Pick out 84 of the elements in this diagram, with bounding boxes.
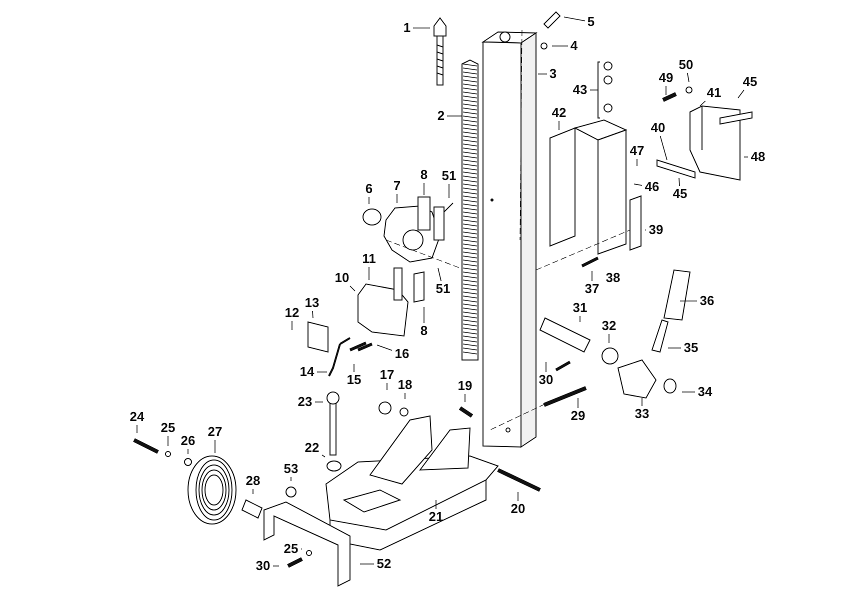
callout-number: 37 <box>583 282 601 296</box>
callout-number: 35 <box>682 341 700 355</box>
callout-number: 28 <box>244 474 262 488</box>
callout-number: 26 <box>179 434 197 448</box>
callout-number: 7 <box>392 179 402 193</box>
callout-number: 3 <box>548 67 558 81</box>
leader-line <box>368 196 370 204</box>
callout-number: 32 <box>600 319 618 333</box>
callout-number: 6 <box>364 182 374 196</box>
leader-line <box>214 440 216 454</box>
leader-line <box>396 194 398 204</box>
leader-line <box>368 266 370 280</box>
callout-number: 18 <box>396 378 414 392</box>
callout-number: 22 <box>303 441 321 455</box>
leader-line <box>136 424 138 434</box>
callout-number: 29 <box>569 409 587 423</box>
callout-number: 17 <box>378 368 396 382</box>
callout-number: 33 <box>633 407 651 421</box>
callout-number: 1 <box>402 21 412 35</box>
leader-line <box>290 476 292 482</box>
callout-number: 23 <box>296 395 314 409</box>
callout-number: 45 <box>741 75 759 89</box>
callout-number: 49 <box>657 71 675 85</box>
callout-number: 36 <box>698 294 716 308</box>
callout-number: 31 <box>571 301 589 315</box>
callout-number: 52 <box>375 557 393 571</box>
callout-number: 34 <box>696 385 714 399</box>
leader-line <box>744 156 748 158</box>
callout-number: 42 <box>550 106 568 120</box>
leader-line <box>312 310 314 318</box>
callout-number: 14 <box>298 365 316 379</box>
leader-line <box>438 268 442 282</box>
leader-line <box>322 454 326 458</box>
callout-number: 51 <box>434 282 452 296</box>
callout-number: 12 <box>283 306 301 320</box>
callout-number: 11 <box>360 252 378 266</box>
callout-number: 45 <box>671 187 689 201</box>
callout-number: 25 <box>159 421 177 435</box>
callout-number: 30 <box>537 373 555 387</box>
leader-line <box>376 344 392 351</box>
leader-line <box>660 136 668 160</box>
callout-number: 38 <box>604 271 622 285</box>
leader-line <box>608 334 610 344</box>
callout-number: 43 <box>571 83 589 97</box>
callout-number: 39 <box>647 223 665 237</box>
leader-line <box>252 488 254 494</box>
callout-number: 19 <box>456 379 474 393</box>
callout-number: 40 <box>649 121 667 135</box>
leader-line <box>350 286 356 292</box>
callout-number: 30 <box>254 559 272 573</box>
leader-line <box>680 300 698 302</box>
leader-line <box>636 158 638 166</box>
leader-line <box>700 100 706 106</box>
callout-number: 25 <box>282 542 300 556</box>
callout-number: 24 <box>128 410 146 424</box>
callout-number: 27 <box>206 425 224 439</box>
leader-line <box>738 90 744 98</box>
leader-line <box>678 178 680 186</box>
callout-number: 51 <box>440 169 458 183</box>
callout-number: 2 <box>436 109 446 123</box>
callout-number: 8 <box>419 324 429 338</box>
callout-number: 15 <box>345 373 363 387</box>
callout-number: 10 <box>333 271 351 285</box>
leader-line <box>564 16 586 22</box>
leader-line <box>464 394 466 402</box>
callout-number: 47 <box>628 144 646 158</box>
leader-line <box>558 120 560 130</box>
callout-number: 13 <box>303 296 321 310</box>
callout-number: 50 <box>677 58 695 72</box>
leader-line <box>386 382 388 390</box>
leader-line <box>404 392 406 400</box>
callout-number: 53 <box>282 462 300 476</box>
leader-line <box>687 72 690 82</box>
callout-number: 5 <box>586 15 596 29</box>
callout-number: 41 <box>705 86 723 100</box>
leader-line <box>448 184 450 198</box>
callout-number: 21 <box>427 510 445 524</box>
callout-number: 8 <box>419 168 429 182</box>
callout-number: 20 <box>509 502 527 516</box>
callout-number: 46 <box>643 180 661 194</box>
callout-number: 48 <box>749 150 767 164</box>
callout-number: 16 <box>393 347 411 361</box>
callout-number: 4 <box>569 39 579 53</box>
leader-line <box>634 184 642 186</box>
